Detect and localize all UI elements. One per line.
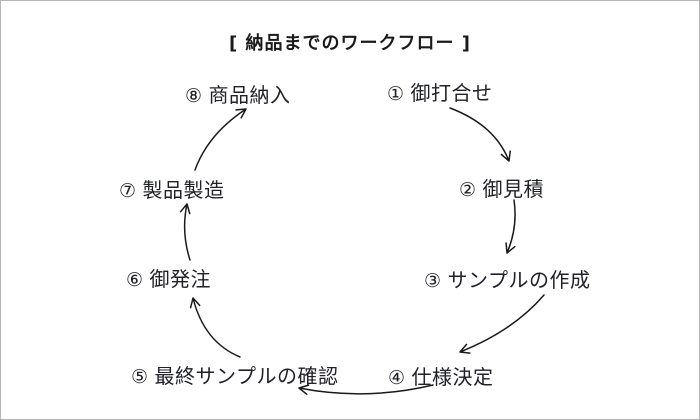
step-6-number-icon: ⑥ <box>126 269 144 291</box>
arrow-step3-to-step4 <box>459 294 545 354</box>
step-2-label: 御見積 <box>482 177 545 201</box>
step-7-label: 製品製造 <box>142 178 225 202</box>
arrow-step6-to-step7 <box>179 203 191 261</box>
step-4-number-icon: ④ <box>388 367 406 389</box>
step-6-label: 御発注 <box>149 267 212 291</box>
step-8-label: 商品納入 <box>208 83 291 107</box>
arrow-step2-to-step3 <box>505 199 516 254</box>
arrow-step1-to-step2 <box>449 107 511 162</box>
step-2-number-icon: ② <box>459 179 477 201</box>
step-1-label: 御打合せ <box>410 81 493 105</box>
step-5-label: 最終サンプルの確認 <box>154 364 339 388</box>
step-4-label: 仕様決定 <box>411 365 494 389</box>
step-8-number-icon: ⑧ <box>185 85 203 107</box>
arrow-step5-to-step6 <box>189 297 241 358</box>
diagram-title: [ 納品までのワークフロー ] <box>229 33 471 54</box>
step-5-number-icon: ⑤ <box>131 366 149 388</box>
step-3-number-icon: ③ <box>424 270 442 292</box>
step-3-label: サンプルの作成 <box>447 268 591 292</box>
step-1-number-icon: ① <box>387 83 405 105</box>
arrow-step7-to-step8 <box>194 108 247 171</box>
step-7-number-icon: ⑦ <box>119 180 137 202</box>
